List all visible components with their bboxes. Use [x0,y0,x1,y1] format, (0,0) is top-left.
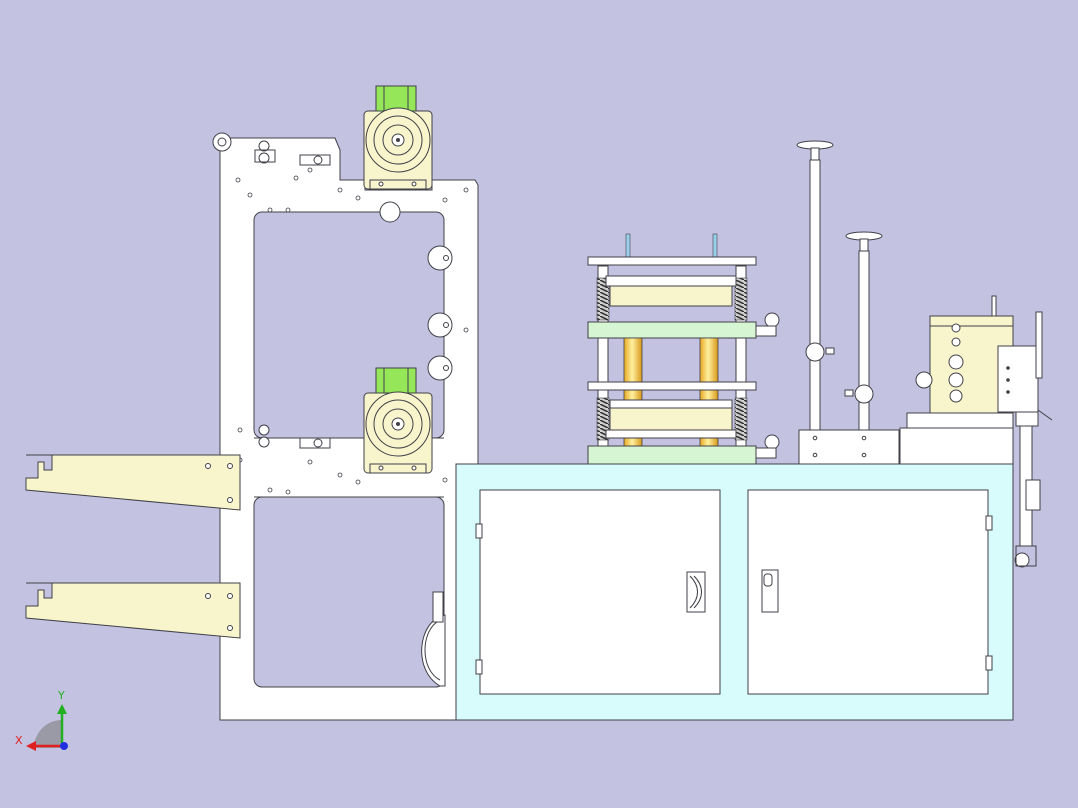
handwheel-post-tall [796,140,835,431]
welding-head [899,295,1053,568]
frame-holes [235,167,469,495]
axis-y-arrow [57,704,67,714]
door-handle-right [761,569,779,613]
door-handle-left [686,571,706,613]
axis-triad: X Y [15,689,68,751]
axis-x-label: X [15,734,23,747]
bracket-lower [25,582,241,639]
roll-lower [421,591,446,687]
motor-lower [363,367,433,474]
axis-x-arrow [26,741,36,751]
idler-top-left [212,132,232,152]
axis-z-dot [60,742,68,750]
cabinet-door-left [479,489,721,695]
press-station [587,233,780,465]
tensioner-cam-upper [254,140,331,166]
axis-y-label: Y [57,689,65,702]
post-base [798,429,900,465]
frame-window-lower [253,496,445,688]
left-frame [212,132,479,721]
cabinet-door-right [747,489,989,695]
motor-upper [363,85,433,190]
handwheel-post-short [844,231,883,432]
cabinet [455,463,1014,721]
tensioner-cam-lower [258,424,331,449]
bracket-upper [25,454,241,511]
guide-rollers [379,201,453,381]
